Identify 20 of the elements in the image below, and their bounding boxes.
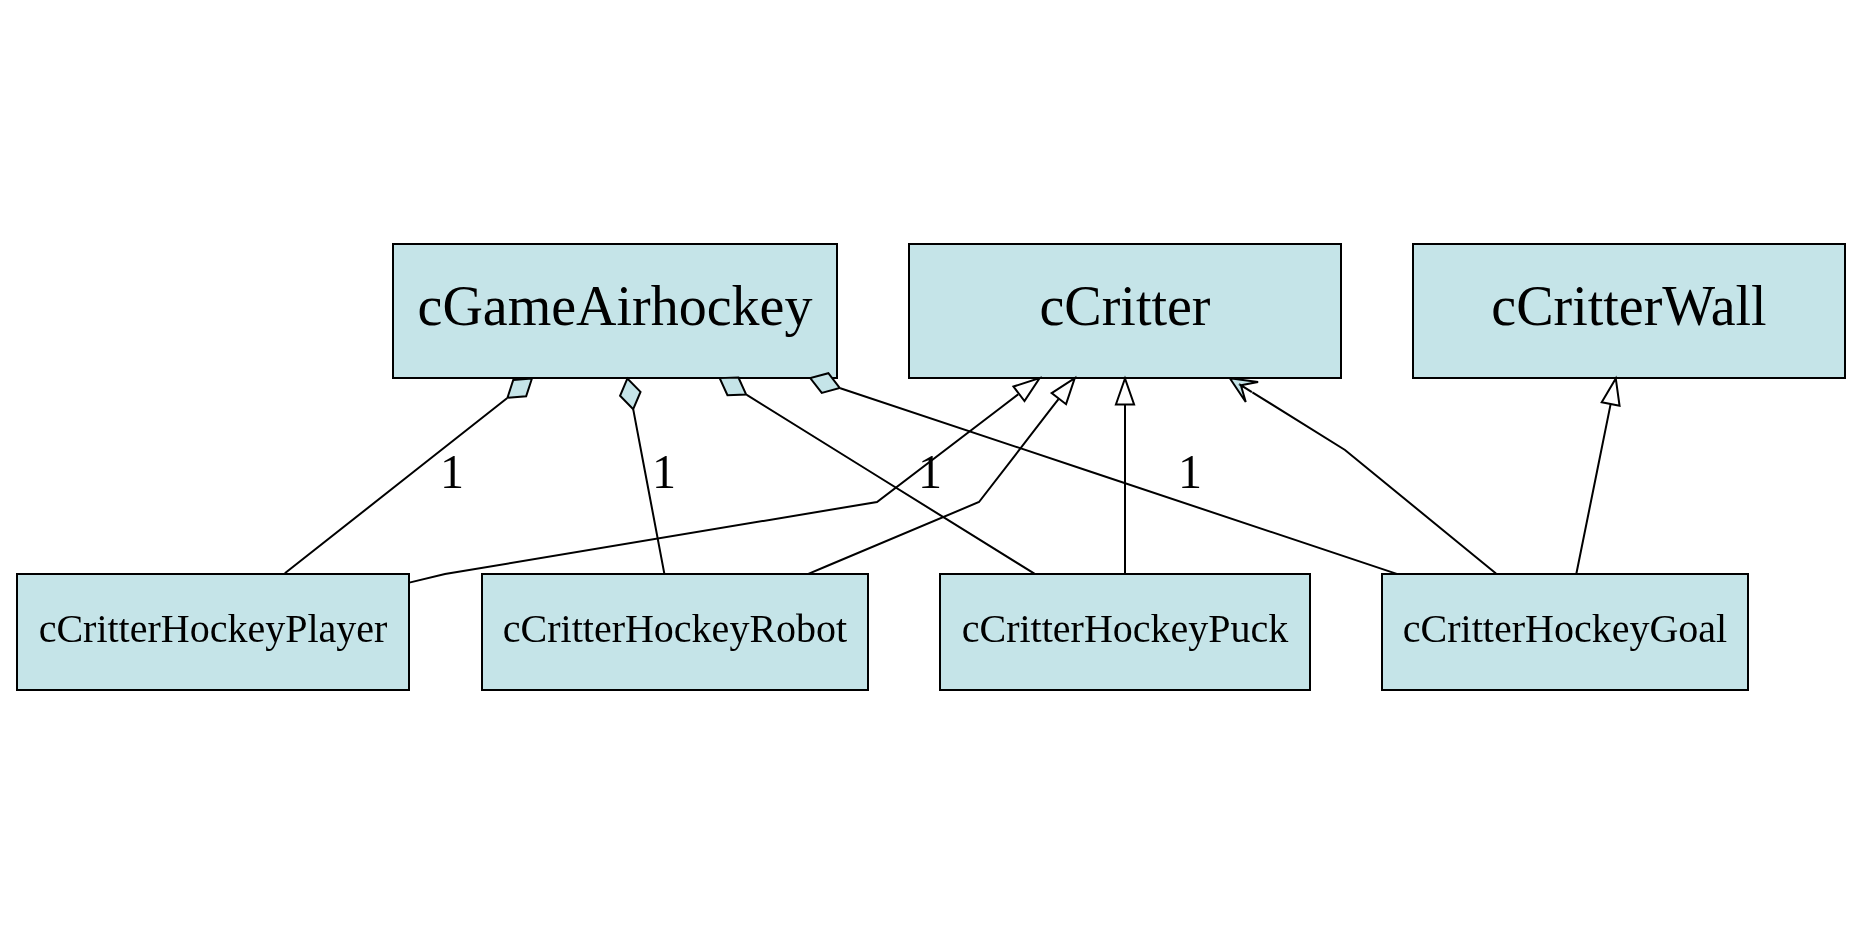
edge-label: 1 [652, 445, 676, 499]
arrow [807, 375, 1077, 575]
node-box: cCritterHockeyPuck [939, 573, 1311, 691]
edge-label: 1 [440, 445, 464, 499]
node-box: cCritterHockeyRobot [481, 573, 869, 691]
arrow [408, 376, 1043, 584]
edge-label: 1 [918, 445, 942, 499]
node-box: cCritterHockeyPlayer [16, 573, 410, 691]
node-box: cGameAirhockey [392, 243, 838, 379]
connector [808, 372, 1398, 575]
arrow [1114, 375, 1136, 575]
node-box: cCritter [908, 243, 1342, 379]
arrow [1228, 377, 1497, 575]
connector [618, 376, 666, 575]
connector [718, 376, 1036, 575]
connector [283, 377, 534, 575]
node-box: cCritterWall [1412, 243, 1846, 379]
node-box: cCritterHockeyGoal [1381, 573, 1749, 691]
arrow [1575, 375, 1621, 575]
edge-label: 1 [1178, 445, 1202, 499]
